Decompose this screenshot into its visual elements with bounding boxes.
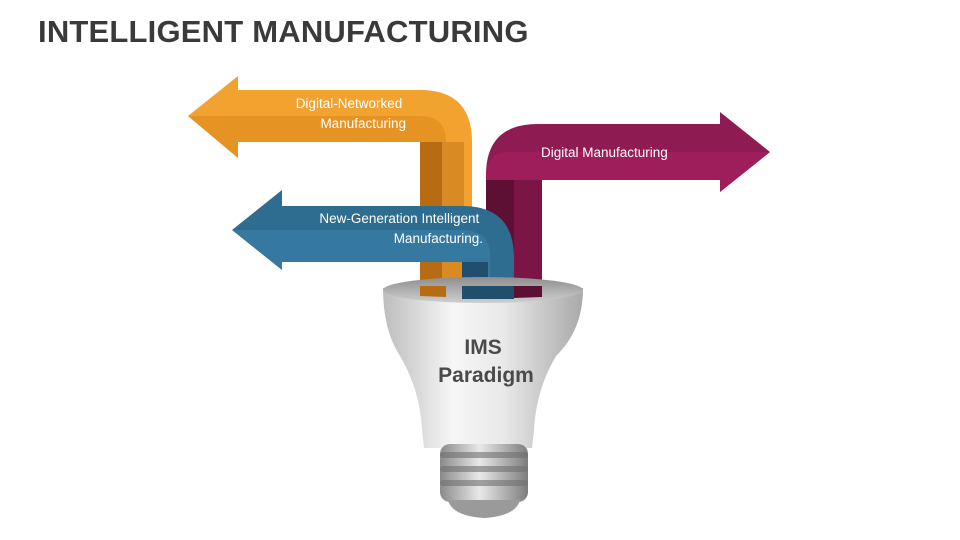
new-generation-label: New-Generation Intelligent Manufacturing… xyxy=(319,211,483,246)
new-generation-line-1: New-Generation Intelligent xyxy=(319,211,479,226)
new-generation-line-2: Manufacturing. xyxy=(394,231,483,246)
digital-networked-line-1: Digital-Networked xyxy=(296,96,403,111)
digital-networked-label: Digital-Networked Manufacturing xyxy=(296,96,406,131)
digital-manufacturing-line-1: Digital Manufacturing xyxy=(541,145,668,160)
lightbulb-icon xyxy=(383,277,583,518)
bulb-label-line-2: Paradigm xyxy=(438,364,534,387)
slide-title: INTELLIGENT MANUFACTURING xyxy=(38,14,529,49)
bulb-label-line-1: IMS xyxy=(464,336,501,359)
bulb-label: IMS Paradigm xyxy=(438,336,534,387)
bulb-base xyxy=(440,444,528,518)
digital-manufacturing-label: Digital Manufacturing xyxy=(541,145,668,160)
digital-networked-line-2: Manufacturing xyxy=(320,116,406,131)
digital-manufacturing-arrow xyxy=(486,112,770,296)
